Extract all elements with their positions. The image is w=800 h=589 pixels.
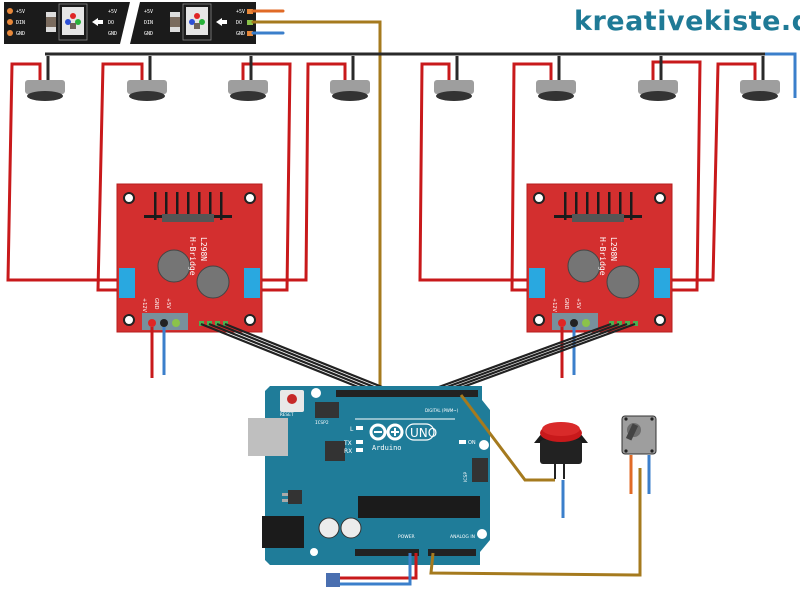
power-jack	[262, 516, 304, 548]
driver-power-pin-label: +12V	[141, 298, 147, 313]
driver-power-pin-label: +5V	[165, 298, 171, 309]
buzzer-red-wire	[510, 62, 553, 292]
driver-board-label: H-Bridge	[188, 237, 197, 276]
buzzer-red-wire	[96, 62, 144, 292]
led-pin-label: +5V	[144, 9, 153, 15]
capacitor	[318, 517, 340, 539]
driver-chip-label: L298N	[609, 237, 618, 261]
usb-port	[248, 418, 288, 456]
power-input-connector	[326, 573, 340, 587]
piezo-buzzer	[228, 56, 292, 292]
led-label-tx: TX	[343, 440, 352, 447]
led-strip-segment-2: +5V DIN GND +5V DO GND	[130, 2, 256, 44]
piezo-buzzer	[510, 56, 576, 292]
led-pin-label: GND	[236, 31, 245, 37]
driver-power-pin-label: +12V	[551, 298, 557, 313]
capacitor	[340, 517, 362, 539]
buzzer-red-wire	[658, 62, 757, 282]
ribbon-cable-right	[416, 322, 636, 397]
icsp2-label: ICSP2	[315, 420, 329, 426]
led-label-rx: RX	[344, 448, 352, 455]
led-pin-label: DIN	[144, 20, 153, 26]
arduino-model: UNO	[410, 426, 437, 440]
driver-board-label: H-Bridge	[598, 237, 607, 276]
driver-chip-label: L298N	[199, 237, 208, 261]
power-header	[355, 549, 419, 556]
led-pin-label: GND	[108, 31, 117, 37]
led-strip-segment-1: +5V DIN GND +5V DO GND	[4, 2, 130, 44]
icsp2-header	[315, 402, 339, 418]
potentiometer[interactable]	[621, 415, 657, 494]
push-button[interactable]	[534, 422, 588, 518]
led-label-l: L	[350, 426, 354, 433]
reset-label: RESET	[280, 412, 294, 418]
ground-bus-wire	[45, 52, 797, 98]
piezo-buzzer	[6, 56, 128, 282]
chip	[325, 441, 345, 461]
analog-header	[428, 549, 476, 556]
ribbon-cable-left	[200, 322, 403, 397]
driver-power-pin-label: GND	[563, 298, 569, 310]
arduino-logo	[369, 423, 404, 441]
voltage-regulator	[288, 490, 302, 504]
led-strip-wires	[251, 9, 382, 397]
driver-power-pin-label: +5V	[575, 298, 581, 309]
microcontroller-chip	[358, 496, 480, 518]
piezo-buzzer	[418, 56, 538, 282]
led-pin-label: +5V	[108, 9, 117, 15]
buzzer-red-wire	[418, 62, 538, 282]
arduino-uno-board: RESET ICSP2 L TX RX UNO Arduino ON ICSP …	[248, 386, 490, 565]
power-header-label: POWER	[398, 534, 415, 540]
led-pin-label: GND	[144, 31, 153, 37]
led-pin-label: GND	[16, 31, 25, 37]
led-pin-label: +5V	[236, 9, 245, 15]
arduino-power-wires	[340, 394, 642, 586]
analog-header-label: ANALOG IN	[450, 534, 475, 540]
icsp-label: ICSP	[463, 472, 469, 482]
driver-power-pin-label: GND	[153, 298, 159, 310]
digital-header	[336, 390, 478, 397]
piezo-buzzer	[248, 56, 370, 282]
digital-header-label: DIGITAL (PWM~)	[425, 408, 459, 413]
buzzer-red-wire	[241, 62, 292, 292]
buzzer-red-wire	[248, 62, 347, 282]
arduino-brand: Arduino	[372, 444, 402, 452]
led-label-on: ON	[468, 440, 476, 446]
piezo-buzzer	[96, 56, 167, 292]
brand-logo-text: kreativekiste.de	[574, 6, 800, 37]
buzzer-red-wire	[6, 62, 128, 282]
led-pin-label: DIN	[16, 20, 25, 26]
led-pin-label: DO	[236, 20, 242, 26]
piezo-buzzer-group	[6, 56, 780, 292]
icsp-header	[472, 458, 488, 482]
led-pin-label: +5V	[16, 9, 25, 15]
piezo-buzzer	[638, 56, 702, 292]
led-pin-label: DO	[108, 20, 114, 26]
buzzer-red-wire	[651, 60, 702, 292]
piezo-buzzer	[658, 56, 780, 282]
